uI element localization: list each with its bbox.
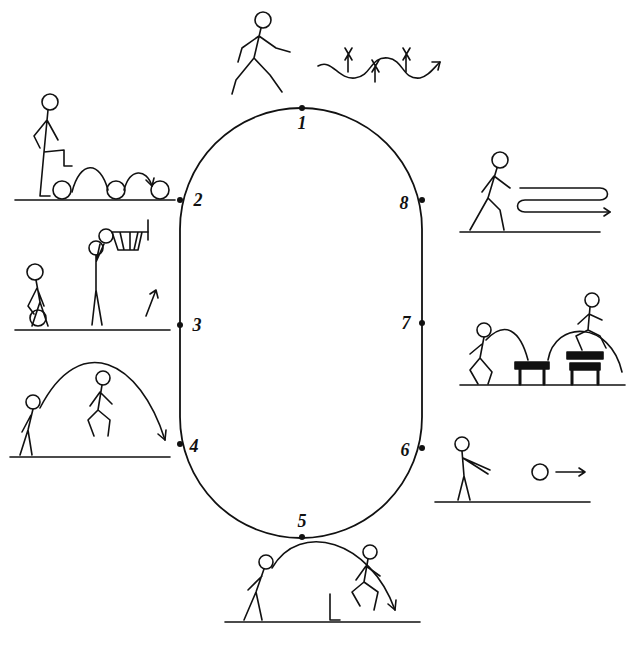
ball-throw bbox=[435, 437, 590, 502]
slalom-run bbox=[232, 12, 440, 94]
station-number: 4 bbox=[188, 437, 201, 455]
station-dots bbox=[177, 105, 425, 540]
station-number: 2 bbox=[192, 191, 205, 209]
station-number: 3 bbox=[191, 316, 204, 334]
long-jump bbox=[10, 363, 170, 457]
track-oval bbox=[180, 108, 422, 538]
station-number: 8 bbox=[398, 194, 411, 212]
station-number: 6 bbox=[399, 441, 412, 459]
bench-jumps bbox=[460, 293, 625, 385]
station-number: 1 bbox=[296, 114, 309, 132]
shuttle-run bbox=[460, 152, 610, 232]
basketball-shot bbox=[15, 220, 170, 330]
station-number: 5 bbox=[296, 512, 309, 530]
barrier-jump bbox=[225, 542, 420, 622]
ball-jumps bbox=[15, 94, 175, 200]
station-number: 7 bbox=[400, 314, 413, 332]
